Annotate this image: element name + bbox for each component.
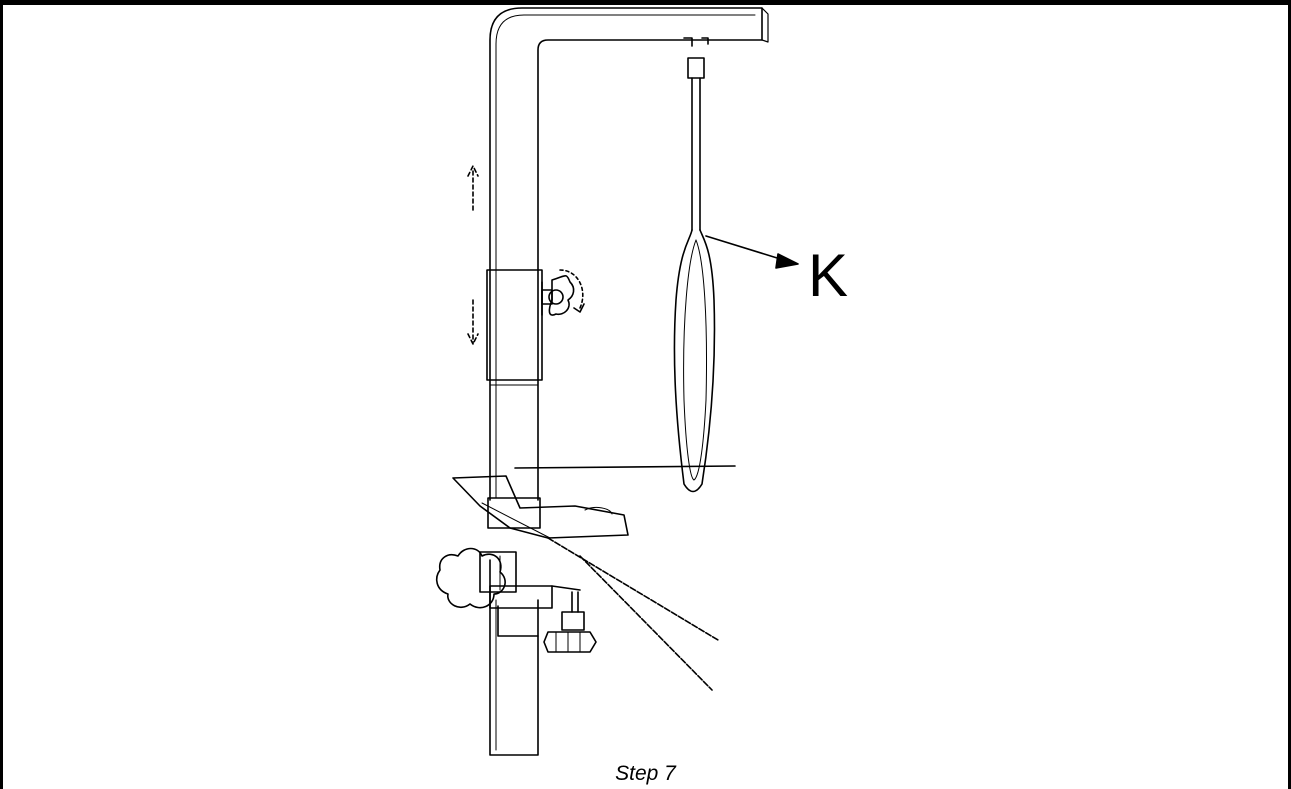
up-down-arrows — [467, 165, 479, 345]
callout-label-k: K — [808, 242, 849, 309]
grooming-arm-pole — [489, 7, 769, 501]
clamp-plate — [452, 475, 629, 539]
grooming-loop — [673, 37, 716, 493]
table-top — [514, 465, 736, 691]
clamp-bracket — [489, 585, 581, 637]
figure-caption: Step 7 — [615, 762, 676, 785]
sleeve-knob — [541, 269, 585, 316]
callout-k-arrow — [705, 235, 799, 269]
clamp-side-knob — [435, 547, 517, 609]
lower-pole — [489, 559, 539, 756]
pole-sleeve — [486, 269, 543, 386]
clamp-screw-knob — [543, 591, 597, 653]
